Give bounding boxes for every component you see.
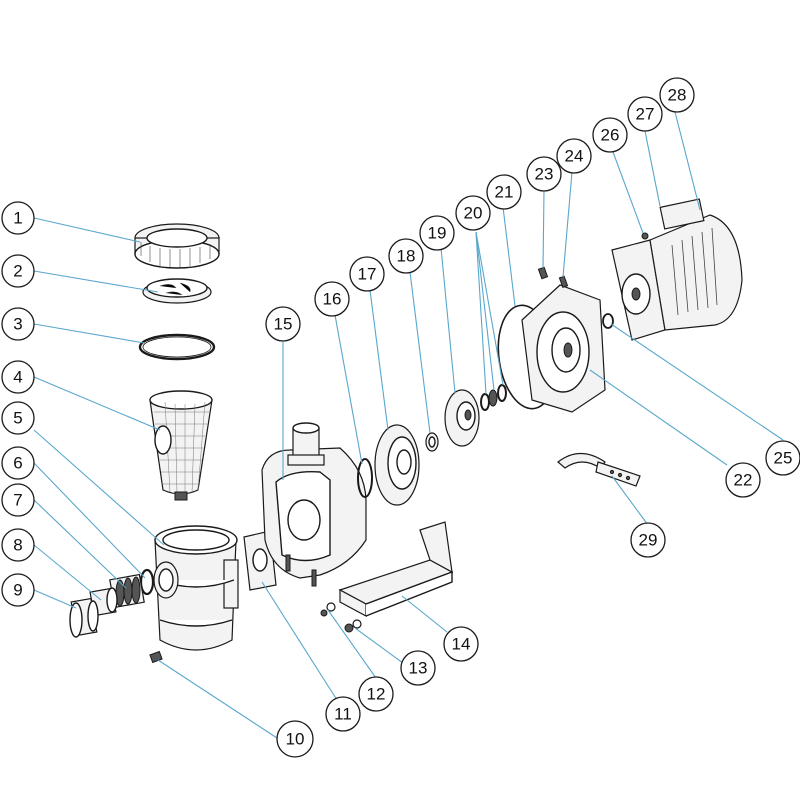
callout-10: 10 xyxy=(276,720,314,758)
callout-2: 2 xyxy=(1,254,35,288)
callout-label: 14 xyxy=(452,635,471,654)
callout-18: 18 xyxy=(388,238,424,274)
callout-label: 29 xyxy=(639,531,658,550)
part-screw-small xyxy=(558,275,569,289)
callout-label: 22 xyxy=(734,471,753,490)
callout-label: 15 xyxy=(274,315,293,334)
callout-25: 25 xyxy=(765,440,800,476)
part-diffuser-o-ring xyxy=(357,458,373,498)
callout-label: 16 xyxy=(323,290,342,309)
callout-22: 22 xyxy=(725,462,761,498)
part-seal-plate xyxy=(521,284,606,413)
callout-label: 12 xyxy=(367,685,386,704)
callout-label: 5 xyxy=(13,409,22,428)
part-lid xyxy=(142,278,212,304)
callout-15: 15 xyxy=(265,306,301,342)
part-nut xyxy=(344,619,362,633)
callout-5: 5 xyxy=(1,401,35,435)
callout-4: 4 xyxy=(1,360,35,394)
callout-label: 23 xyxy=(535,165,554,184)
callout-label: 4 xyxy=(13,368,22,387)
callout-27: 27 xyxy=(627,96,663,132)
callout-29: 29 xyxy=(630,522,666,558)
callout-8: 8 xyxy=(1,528,35,562)
callout-6: 6 xyxy=(1,446,35,480)
part-strainer-basket xyxy=(149,390,213,501)
callout-label: 3 xyxy=(13,315,22,334)
callout-24: 24 xyxy=(556,138,592,174)
callout-26: 26 xyxy=(592,117,628,153)
part-motor xyxy=(611,198,743,341)
callout-label: 13 xyxy=(409,659,428,678)
callout-label: 21 xyxy=(495,183,514,202)
callout-16: 16 xyxy=(314,281,350,317)
callout-label: 20 xyxy=(464,204,483,223)
callout-12: 12 xyxy=(358,676,394,712)
callout-label: 17 xyxy=(358,265,377,284)
callout-label: 11 xyxy=(334,705,352,724)
part-foot-base xyxy=(338,521,454,618)
callout-label: 9 xyxy=(13,581,22,600)
callout-label: 6 xyxy=(13,454,22,473)
callout-label: 18 xyxy=(397,247,416,266)
callout-20: 20 xyxy=(455,195,491,231)
callout-7: 7 xyxy=(1,483,35,517)
callout-label: 25 xyxy=(774,449,793,468)
callout-9: 9 xyxy=(1,573,35,607)
part-strainer-housing xyxy=(153,525,239,651)
callout-label: 19 xyxy=(428,224,447,243)
callout-label: 8 xyxy=(13,536,22,555)
part-drain-plug xyxy=(149,650,163,664)
callout-label: 10 xyxy=(286,730,305,749)
callout-13: 13 xyxy=(400,650,436,686)
callout-19: 19 xyxy=(419,215,455,251)
callout-3: 3 xyxy=(1,307,35,341)
part-union-o-ring xyxy=(139,568,155,596)
callout-label: 7 xyxy=(13,491,22,510)
callout-14: 14 xyxy=(443,626,479,662)
part-union-thread xyxy=(109,573,145,609)
part-mechanical-seal xyxy=(480,384,507,411)
callout-label: 24 xyxy=(565,147,584,166)
part-impeller-nut xyxy=(425,432,439,452)
callout-17: 17 xyxy=(349,256,385,292)
callout-label: 28 xyxy=(668,86,687,105)
callout-23: 23 xyxy=(526,156,562,192)
part-lid-ring xyxy=(134,223,220,269)
part-shaft-o-ring xyxy=(602,313,614,329)
part-impeller xyxy=(444,389,480,447)
part-body-washer xyxy=(326,602,336,612)
leader-lines xyxy=(33,111,784,739)
callout-label: 1 xyxy=(13,209,22,228)
part-wrench xyxy=(557,452,641,487)
callout-1: 1 xyxy=(1,201,35,235)
callout-label: 27 xyxy=(636,105,655,124)
part-lid-o-ring xyxy=(138,333,216,361)
callout-11: 11 xyxy=(325,696,361,732)
part-diffuser xyxy=(374,424,420,506)
part-pump-body xyxy=(261,422,367,587)
callout-21: 21 xyxy=(486,174,522,210)
callout-label: 2 xyxy=(13,262,22,281)
part-union-nut xyxy=(69,597,99,638)
callout-28: 28 xyxy=(659,77,695,113)
part-screw xyxy=(537,266,549,280)
callout-label: 26 xyxy=(601,126,620,145)
